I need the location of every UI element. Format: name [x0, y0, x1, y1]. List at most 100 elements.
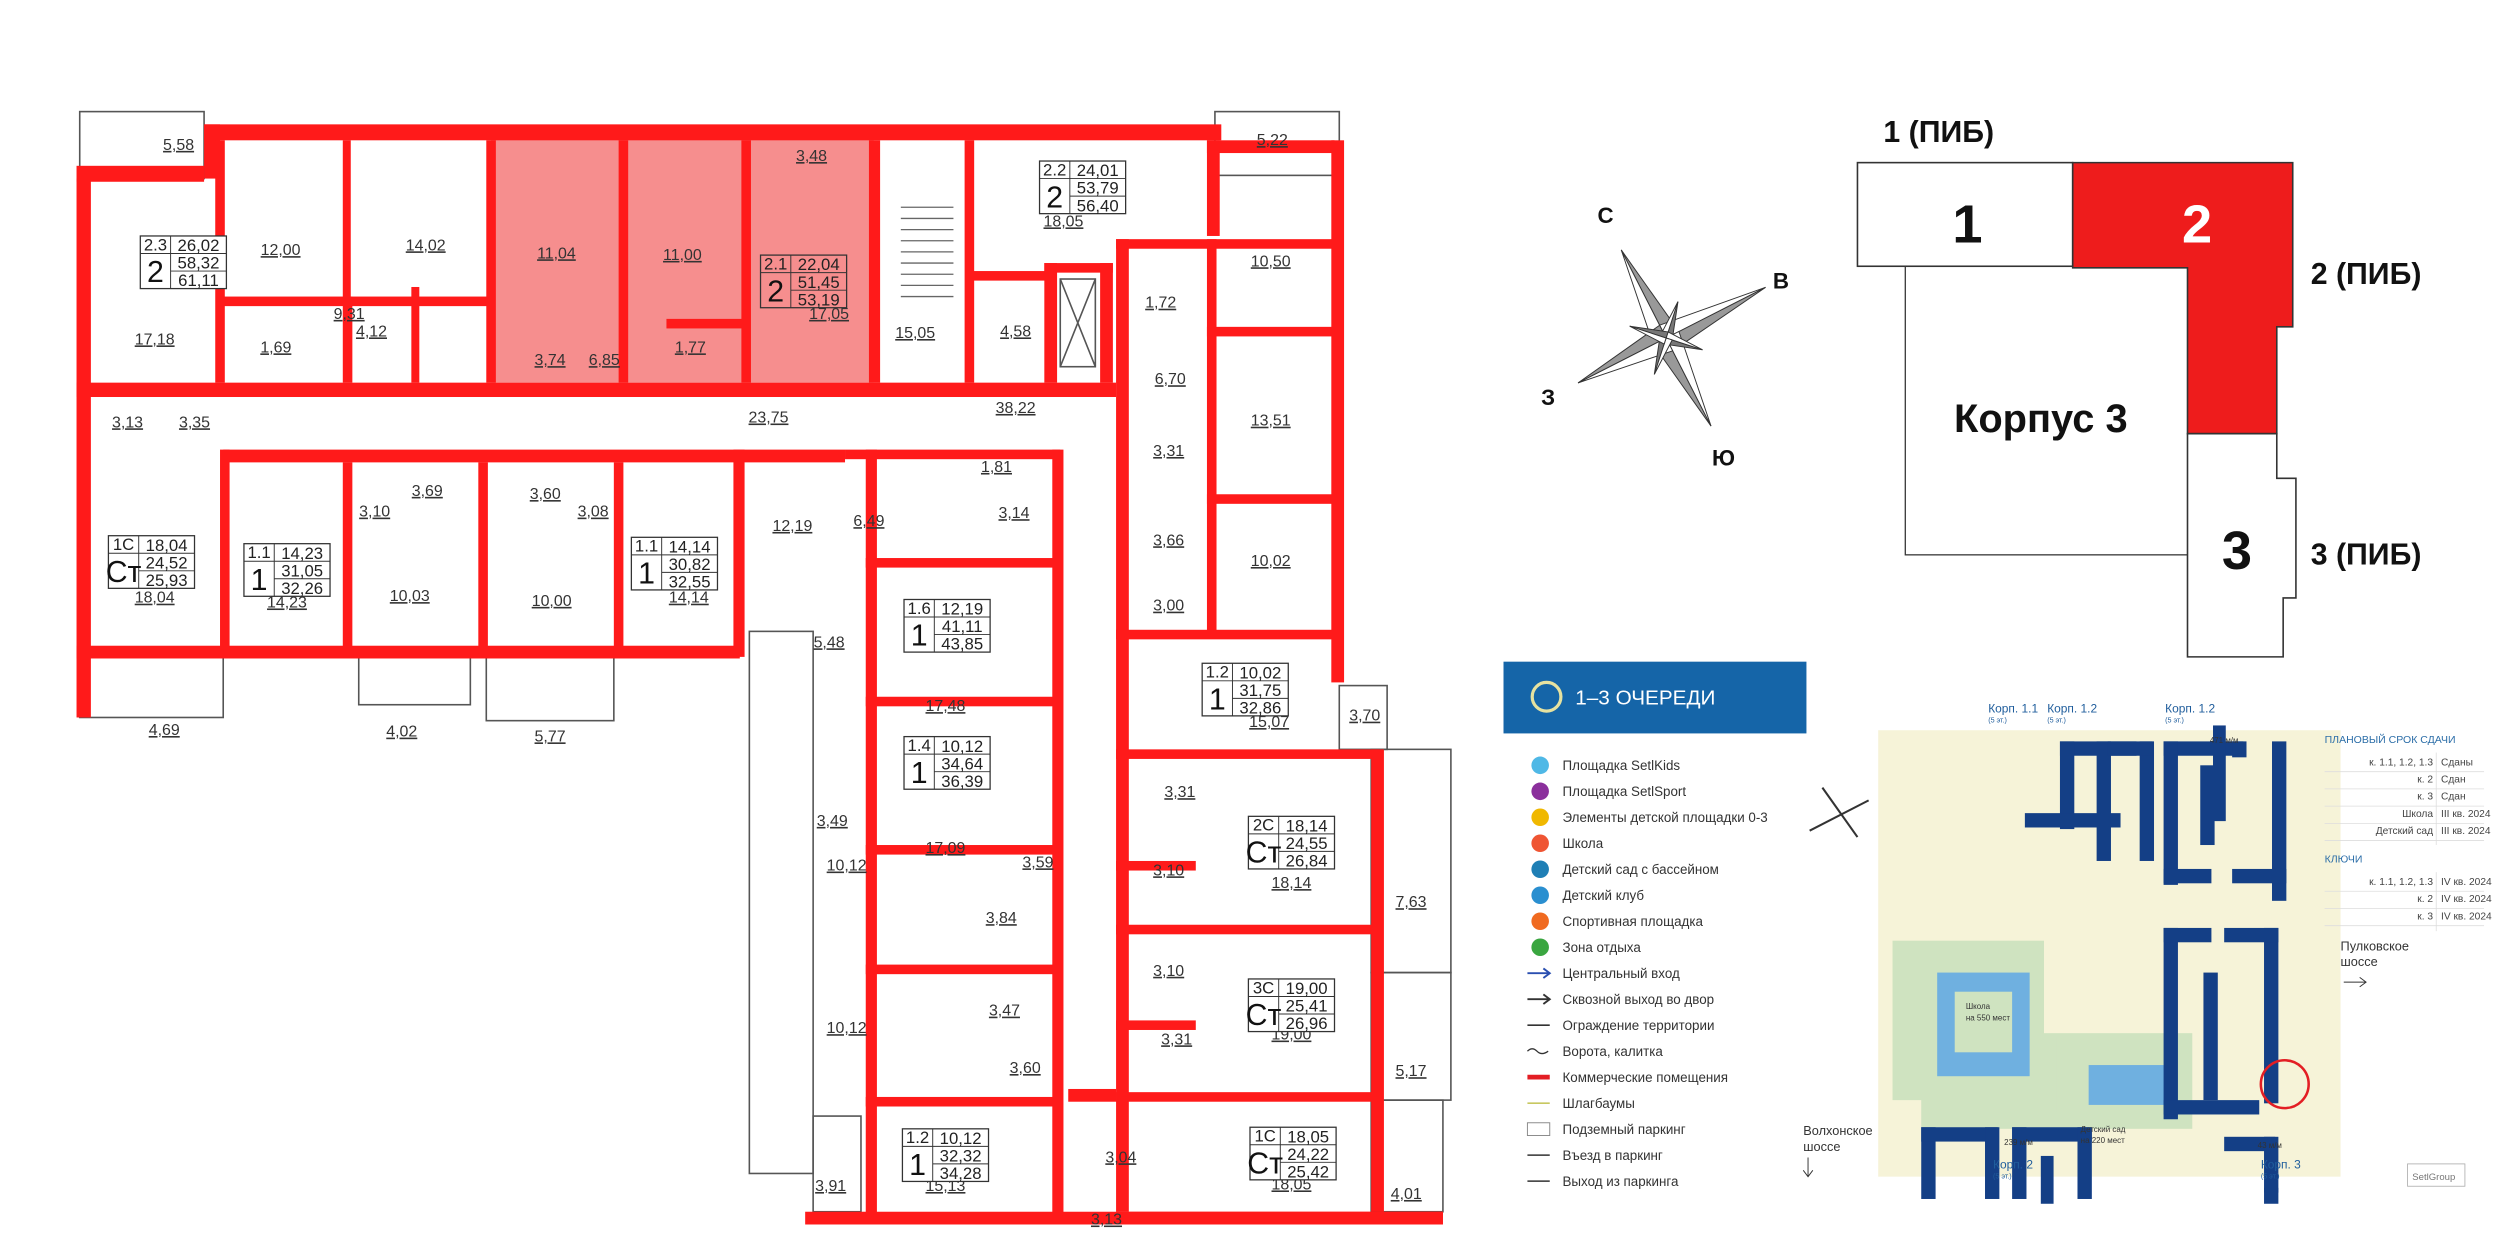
wall [666, 318, 747, 329]
legend-label: Площадка SetlSport [1563, 784, 1687, 799]
apartment-living-area: 22,04 [798, 255, 840, 274]
legend-label: Сквозной выход во двор [1563, 992, 1715, 1007]
wall [1116, 1092, 1380, 1102]
site-building-block [1921, 1127, 1936, 1199]
room-area-label: 10,03 [390, 588, 430, 605]
apartment-rooms: 2 [1046, 181, 1063, 214]
wall [1206, 140, 1335, 154]
room-area-label: 5,17 [1396, 1063, 1427, 1080]
apartment-box-grid [631, 537, 718, 590]
apartment-living-area: 14,14 [669, 537, 711, 556]
apartment-total-area-with-balcony: 34,28 [940, 1164, 982, 1183]
apartment-box-border [1201, 662, 1289, 717]
keys-date: IV кв. 2024 [2441, 911, 2492, 922]
apartment-total-area-with-balcony: 32,86 [1239, 698, 1281, 717]
room-area-label: 6,49 [853, 513, 884, 530]
wall [76, 382, 1117, 398]
room-area-label: 23,75 [749, 410, 789, 427]
highlighted-apartment[interactable] [491, 127, 874, 383]
delivery-date: Сданы [2441, 757, 2473, 768]
compass-east: В [1773, 269, 1789, 294]
legend-item: Коммерческие помещения [1527, 1070, 1728, 1085]
apartment-box-grid [1039, 161, 1126, 214]
room-area-label: 13,51 [1251, 413, 1291, 430]
apartment-living-area: 12,19 [941, 600, 983, 619]
balcony [357, 656, 472, 706]
legend-item: Спортивная площадка [1531, 912, 1703, 931]
legend-label: Детский клуб [1563, 888, 1645, 903]
apartment-rooms: 1 [911, 620, 928, 653]
apartment-box-border [901, 1128, 990, 1183]
room-area-label: 17,09 [926, 840, 966, 857]
apartment-code: 3С [1253, 978, 1274, 997]
site-building-name: Корп. 1.2 [2165, 702, 2215, 716]
site-building-block [2264, 1187, 2279, 1204]
delivery-date: III кв. 2024 [2441, 826, 2491, 837]
room-area-label: 3,10 [1153, 963, 1184, 980]
through-exit-arrow-icon [1527, 993, 1552, 1005]
legend-title: 1–3 ОЧЕРЕДИ [1575, 687, 1715, 710]
rest-zone-icon [1531, 938, 1549, 956]
wall [1116, 860, 1196, 871]
apartment-box-border [1038, 160, 1127, 215]
site-building-floors: (5 эт.) [2261, 1172, 2280, 1180]
legend-item: Выход из паркинга [1527, 1174, 1679, 1189]
apartment-code: 2.2 [1043, 160, 1066, 179]
wall [76, 645, 740, 659]
room-area-label: 3,74 [535, 352, 566, 369]
room-area-label: 3,70 [1349, 708, 1380, 725]
apartment-box-grid [140, 235, 227, 289]
wall [865, 558, 1058, 568]
section-1-label: 1 [1952, 194, 1982, 254]
room-area-label: 6,70 [1155, 371, 1186, 388]
arrow-down-icon [1802, 1157, 1814, 1178]
apartment-box-grid [1248, 816, 1335, 869]
site-building-block [2224, 927, 2279, 943]
room-area-label: 4,58 [1000, 323, 1031, 340]
school-label: Школа [1966, 1002, 1991, 1011]
compass-north: С [1597, 203, 1613, 228]
apartment-rooms: 2 [767, 275, 784, 308]
room-area-label: 1,69 [260, 339, 291, 356]
site-building-block [2272, 741, 2287, 901]
apartment-living-area: 10,02 [1239, 663, 1281, 682]
room-area-label: 3,84 [986, 910, 1017, 927]
site-building-floors: (5 эт.) [1988, 716, 2007, 724]
wall [342, 140, 351, 300]
site-building-block [2163, 1100, 2260, 1115]
keys-date: IV кв. 2024 [2441, 877, 2492, 888]
apartment-living-area: 19,00 [1286, 979, 1328, 998]
room-area-label: 3,00 [1153, 598, 1184, 615]
site-building-block [2264, 927, 2279, 1104]
apartment-code: 1.2 [1206, 663, 1229, 682]
wall [1371, 749, 1384, 1212]
delivery-date: III кв. 2024 [2441, 809, 2491, 820]
wall [76, 178, 91, 718]
apartment-total-area: 58,32 [178, 254, 220, 273]
room-area-label: 3,69 [412, 483, 443, 500]
room-area-label: 3,31 [1153, 443, 1184, 460]
apartment-box-border [903, 735, 991, 790]
site-building-block [2203, 972, 2218, 1101]
room-area-label: 3,35 [179, 414, 210, 431]
wall [1116, 239, 1129, 1212]
wall [1116, 1020, 1196, 1030]
road-east-label-2: шоссе [2341, 954, 2378, 969]
apartment-total-area-with-balcony: 26,84 [1286, 852, 1328, 871]
apartment-box-grid [1250, 1127, 1337, 1180]
